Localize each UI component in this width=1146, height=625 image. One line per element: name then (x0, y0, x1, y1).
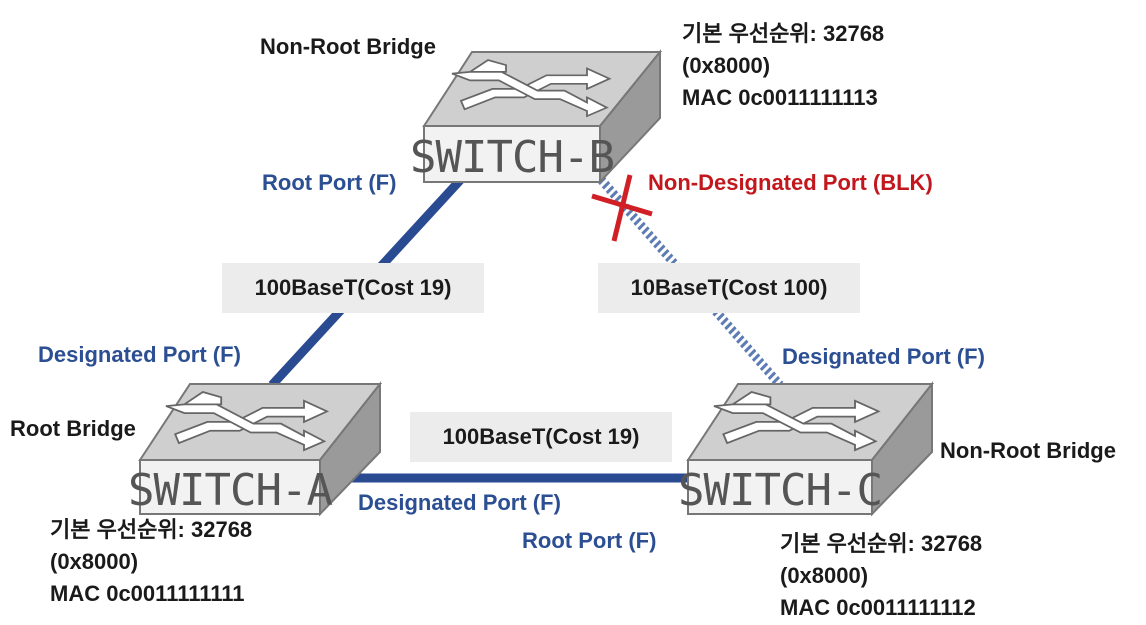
switch-c-hex: (0x8000) (780, 563, 869, 588)
blocked-port-x-icon (591, 174, 653, 242)
port-c-root: Root Port (F) (522, 528, 657, 553)
cost-label-a-b: 100BaseT(Cost 19) (222, 263, 484, 313)
port-b-blocked: Non-Designated Port (BLK) (648, 170, 933, 195)
switch-b-info: 기본 우선순위: 32768 (0x8000) MAC 0c0011111113 (682, 18, 884, 114)
switch-c-priority: 기본 우선순위: 32768 (780, 531, 983, 556)
switch-a-priority: 기본 우선순위: 32768 (50, 517, 253, 542)
switch-a-info: 기본 우선순위: 32768 (0x8000) MAC 0c0011111111 (50, 514, 252, 610)
port-a-designated-ac: Designated Port (F) (358, 490, 561, 515)
switch-c-info: 기본 우선순위: 32768 (0x8000) MAC 0c0011111112 (780, 528, 982, 624)
switch-a-label: SWITCH-A (128, 465, 332, 516)
switch-b[interactable]: SWITCH-B (410, 49, 663, 185)
port-a-designated-ab: Designated Port (F) (38, 342, 241, 367)
switch-c-role: Non-Root Bridge (940, 438, 1116, 463)
switch-b-mac: MAC 0c0011111113 (682, 85, 878, 110)
port-c-designated-bc: Designated Port (F) (782, 344, 985, 369)
cost-label-a-c: 100BaseT(Cost 19) (410, 412, 672, 462)
switch-c-label: SWITCH-C (678, 465, 882, 516)
port-b-root: Root Port (F) (262, 170, 397, 195)
switch-c-mac: MAC 0c0011111112 (780, 595, 976, 620)
switch-b-role: Non-Root Bridge (260, 34, 436, 59)
switch-a[interactable]: SWITCH-A (128, 381, 383, 517)
cost-label-b-c: 10BaseT(Cost 100) (598, 263, 860, 313)
switch-b-label: SWITCH-B (410, 132, 614, 183)
switch-b-hex: (0x8000) (682, 53, 771, 78)
switch-a-role: Root Bridge (10, 416, 136, 441)
switch-a-hex: (0x8000) (50, 549, 139, 574)
switch-c[interactable]: SWITCH-C (678, 381, 935, 517)
switch-b-priority: 기본 우선순위: 32768 (682, 21, 885, 46)
switch-a-mac: MAC 0c0011111111 (50, 581, 245, 606)
